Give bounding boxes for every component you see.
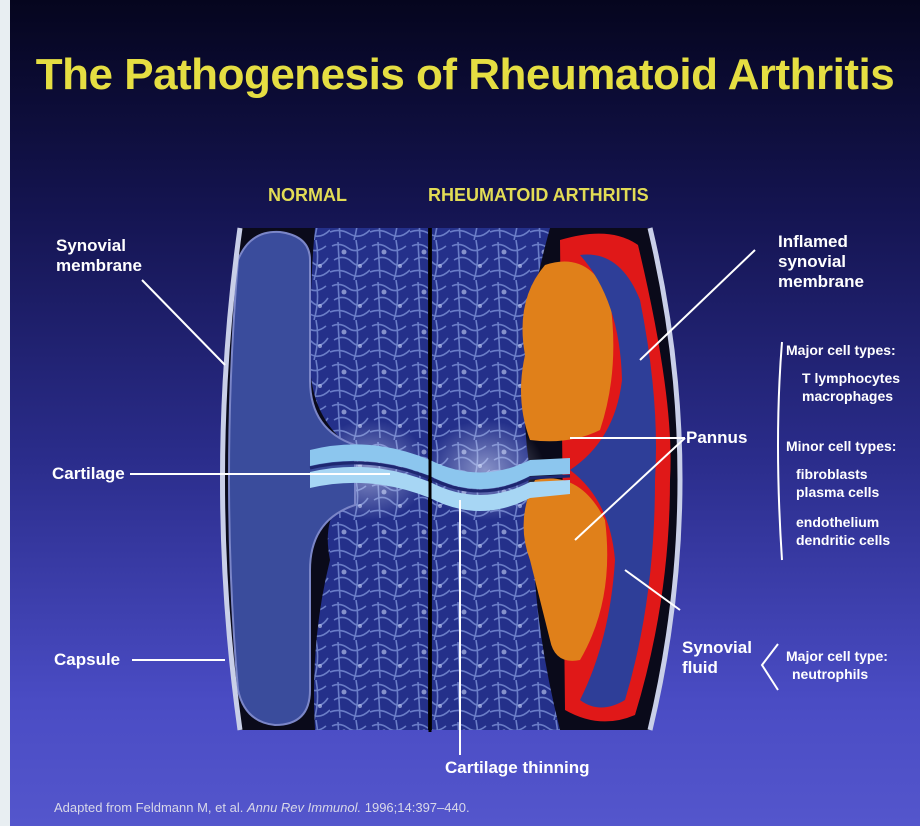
slide-title: The Pathogenesis of Rheumatoid Arthritis <box>10 50 920 100</box>
slide: The Pathogenesis of Rheumatoid Arthritis… <box>10 0 920 826</box>
label-capsule: Capsule <box>54 650 120 670</box>
joint-diagram <box>10 0 920 826</box>
label-synovial-fluid: Synovial fluid <box>682 638 752 678</box>
label-fibroblasts: fibroblasts <box>796 466 868 483</box>
label-macrophages: macrophages <box>802 388 893 405</box>
label-major-cell-types: Major cell types: <box>786 342 896 359</box>
label-inflamed-synovial-membrane: Inflamed synovial membrane <box>778 232 864 292</box>
header-rheumatoid-arthritis: RHEUMATOID ARTHRITIS <box>428 185 649 206</box>
label-dendritic-cells: dendritic cells <box>796 532 890 549</box>
header-normal: NORMAL <box>268 185 347 206</box>
label-t-lymphocytes: T lymphocytes <box>802 370 900 387</box>
joint-body <box>210 228 690 730</box>
reference-citation: Adapted from Feldmann M, et al. Annu Rev… <box>54 800 470 815</box>
label-cartilage: Cartilage <box>52 464 125 484</box>
label-endothelium: endothelium <box>796 514 879 531</box>
label-plasma-cells: plasma cells <box>796 484 879 501</box>
label-pannus: Pannus <box>686 428 747 448</box>
label-synovial-membrane: Synovial membrane <box>56 236 142 276</box>
pannus-upper <box>521 262 613 442</box>
label-neutrophils: neutrophils <box>792 666 868 683</box>
label-minor-cell-types: Minor cell types: <box>786 438 896 455</box>
label-cartilage-thinning: Cartilage thinning <box>445 758 590 778</box>
label-major-cell-type: Major cell type: <box>786 648 888 665</box>
